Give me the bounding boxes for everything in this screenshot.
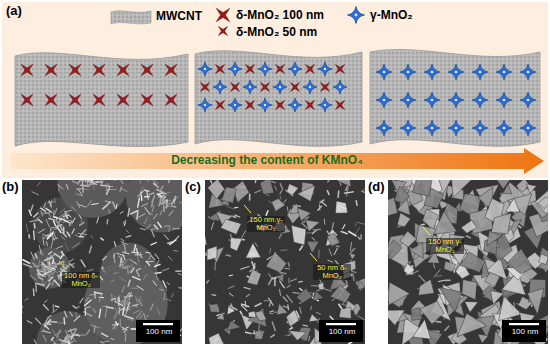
annotation-label: 150 nm γ-MnO₂ [247, 216, 285, 232]
legend-label: γ-MnO₂ [370, 8, 413, 22]
leader-line [244, 205, 251, 213]
panel-label: (d) [368, 180, 385, 195]
mixed-mno2-array [197, 60, 347, 114]
annotation-label: 50 nm δ-MnO₂ [313, 264, 351, 280]
leader-line [59, 261, 66, 269]
scale-bar-ground [319, 320, 363, 342]
panel-background [2, 2, 548, 178]
sem-image: (b) 100 nm δ-MnO₂ 100 nm [2, 180, 182, 344]
sem-texture [22, 180, 182, 344]
legend-swatch [216, 24, 230, 38]
scale-bar [509, 323, 539, 325]
arrow-body [10, 148, 544, 174]
sem-texture [205, 180, 365, 344]
delta-mno2-array [17, 58, 183, 112]
panel-label: (a) [6, 4, 22, 19]
mwcnt-sheet [15, 53, 188, 147]
leader-line [310, 253, 317, 261]
scale-bar-label: 100 nm [138, 327, 180, 336]
panel-label: (c) [185, 180, 201, 195]
legend-label: MWCNT [156, 9, 202, 23]
panel-label: (b) [2, 180, 19, 195]
legend-swatch [213, 5, 233, 25]
annotation-label: 150 nm γ-MnO₂ [426, 238, 464, 254]
sem-micrograph [2, 180, 182, 344]
mwcnt-sheet [195, 51, 362, 147]
scale-bar-label: 100 nm [504, 327, 546, 336]
arrow-label: Decreasing the content of KMnO₄ [171, 154, 363, 168]
legend-swatch [346, 5, 366, 25]
gradient-arrow: Decreasing the content of KMnO₄ [10, 148, 544, 174]
gamma-mno2-array [372, 58, 540, 142]
legend-label: δ-MnO₂ 100 nm [236, 8, 324, 22]
sem-micrograph [185, 180, 365, 344]
annotation-label: 100 nm δ-MnO₂ [62, 272, 100, 288]
leader-line [423, 227, 430, 235]
scale-bar-label: 100 nm [321, 327, 363, 336]
legend-label: δ-MnO₂ 50 nm [236, 25, 317, 39]
sem-image: (d) 150 nm γ-MnO₂ 100 nm [368, 180, 548, 344]
legend-swatch [110, 8, 152, 26]
scale-bar-ground [136, 320, 180, 342]
mwcnt-sheet [370, 49, 540, 146]
sem-micrograph [368, 180, 548, 344]
sem-texture [388, 180, 548, 344]
scale-bar [143, 323, 173, 325]
scale-bar-ground [502, 320, 546, 342]
scale-bar [326, 323, 356, 325]
sem-image: (c) 150 nm γ-MnO₂ 50 nm δ-MnO₂ 100 nm [185, 180, 365, 344]
